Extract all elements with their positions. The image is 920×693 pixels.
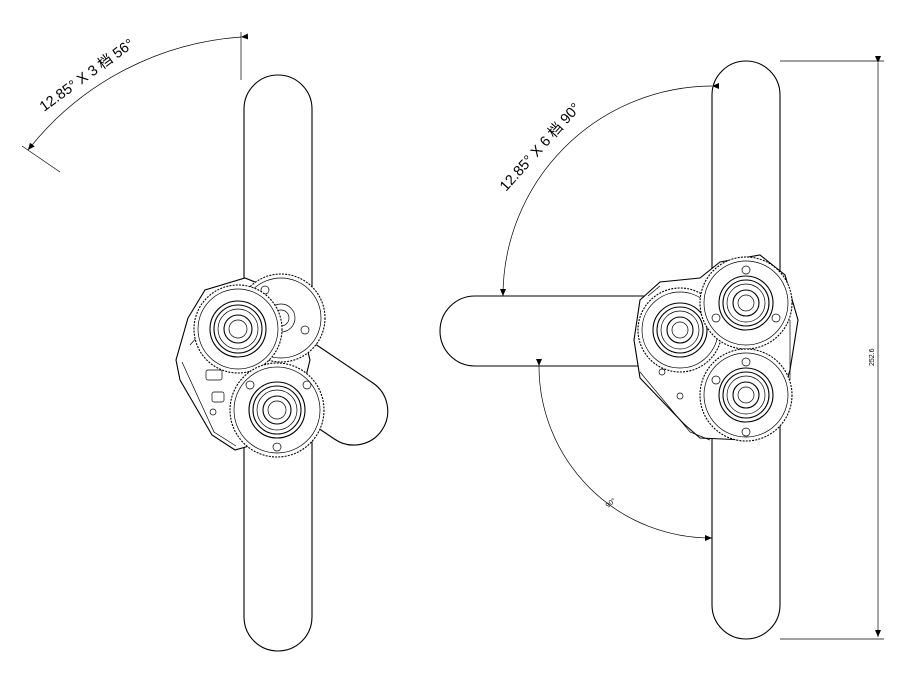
right-angle-label: 12.85° X 6 档 90° xyxy=(496,100,584,195)
right-view: 12.85° X 6 档 90° 90° 252.6 xyxy=(439,56,884,640)
right-gear-upper xyxy=(699,256,793,350)
right-small-angle-arc xyxy=(535,358,713,542)
left-gear-lower xyxy=(229,362,325,458)
right-small-angle-label: 90° xyxy=(604,496,617,509)
right-gear-lower xyxy=(699,348,793,442)
overall-length-label: 252.6 xyxy=(869,348,876,366)
right-angle-dimension-arc xyxy=(500,82,720,297)
left-gear-main xyxy=(193,284,283,374)
left-view: 12.85° X 3 档 56° xyxy=(21,32,389,652)
left-angle-dimension-arc xyxy=(27,33,249,151)
left-angle-label: 12.85° X 3 档 56° xyxy=(36,35,137,115)
